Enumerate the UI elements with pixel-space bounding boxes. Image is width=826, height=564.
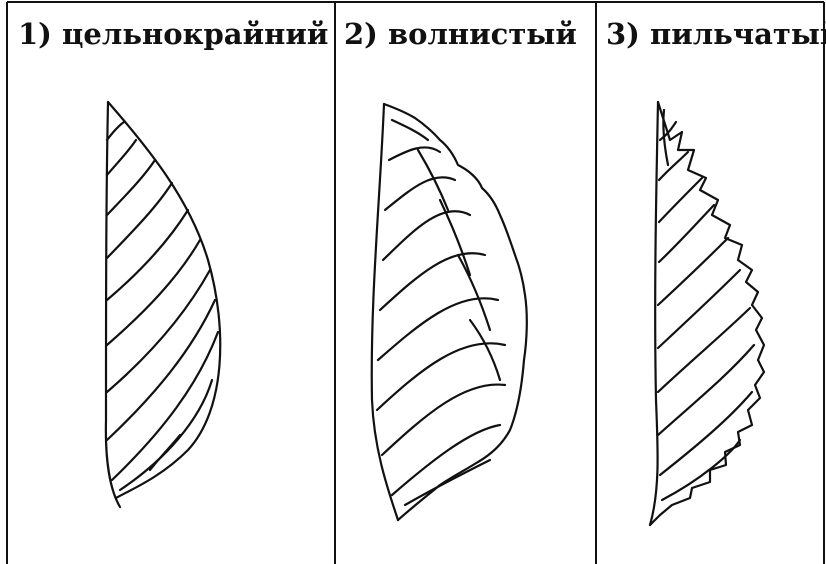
leaf-margin-table: 1) цельнокрайний 2) волнистый 3) пильчат… bbox=[0, 0, 826, 564]
serrated-leaf-icon bbox=[0, 0, 826, 564]
